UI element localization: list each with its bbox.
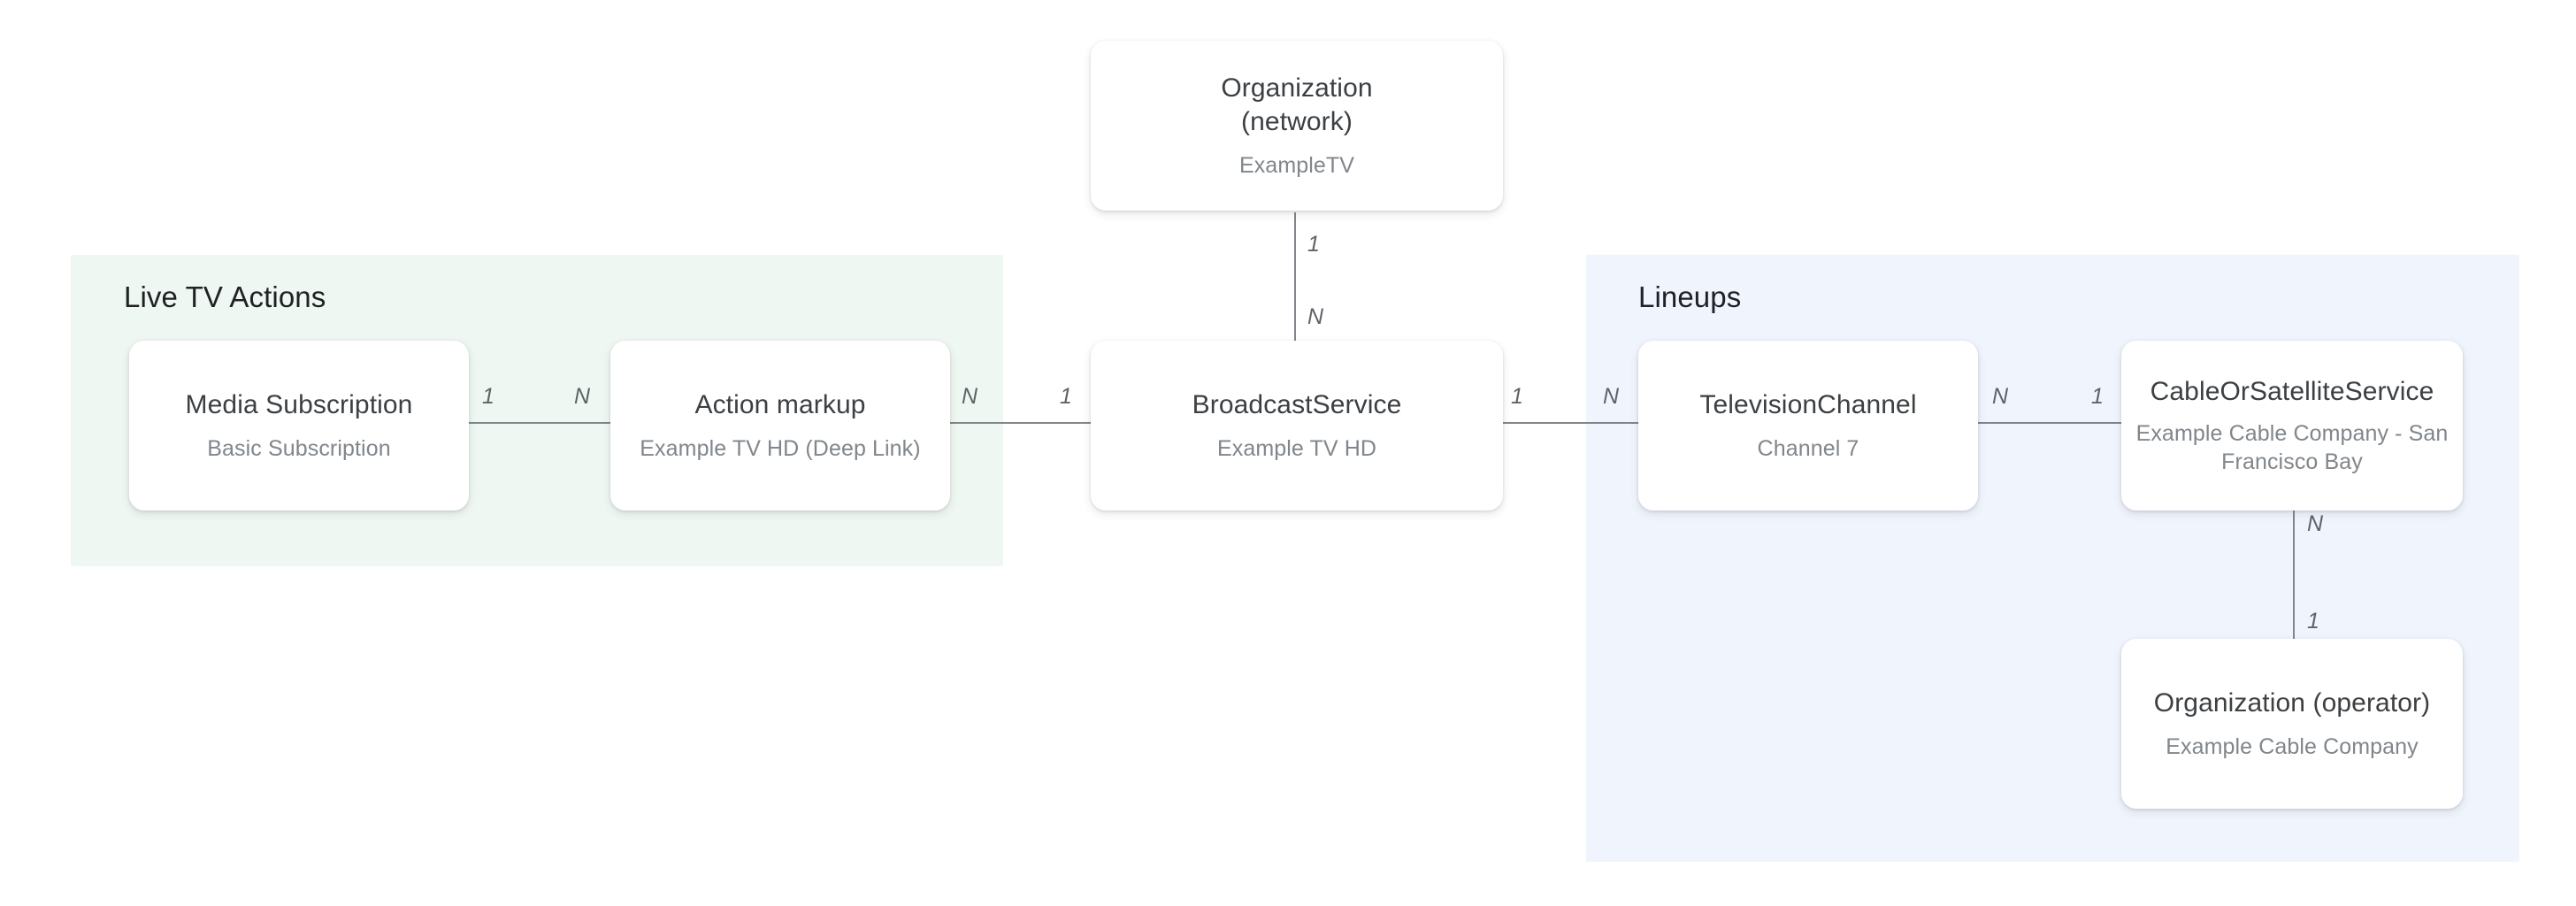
- node-action-markup-subtitle: Example TV HD (Deep Link): [640, 436, 921, 461]
- node-organization-network-title-line1: Organization: [1221, 73, 1373, 103]
- connector-television-channel-to-cable-or-satellite-service: [1937, 422, 2132, 424]
- node-action-markup[interactable]: Action markup Example TV HD (Deep Link): [610, 341, 950, 511]
- node-cable-or-satellite-service[interactable]: CableOrSatelliteService Example Cable Co…: [2121, 341, 2463, 511]
- cardinality-cable-or-satellite-service-to-organization-operator-to: 1: [2307, 609, 2319, 633]
- panel-title-live-tv-actions: Live TV Actions: [124, 280, 326, 313]
- node-organization-operator-title: Organization (operator): [2153, 688, 2431, 718]
- node-cable-or-satellite-service-subtitle: Example Cable Company - San Francisco Ba…: [2135, 421, 2449, 474]
- cardinality-media-subscription-to-action-markup-to: N: [574, 384, 591, 409]
- panel-title-lineups: Lineups: [1638, 280, 1742, 313]
- node-organization-network-title: Organization (network): [1221, 72, 1372, 139]
- node-action-markup-title: Action markup: [694, 390, 866, 419]
- node-organization-network-title-line2: (network): [1241, 107, 1353, 136]
- cardinality-organization-network-to-broadcast-service-to: N: [1307, 304, 1324, 329]
- node-television-channel-subtitle: Channel 7: [1757, 436, 1859, 461]
- node-media-subscription-subtitle: Basic Subscription: [207, 436, 391, 461]
- node-media-subscription-title: Media Subscription: [185, 390, 413, 419]
- node-organization-operator-subtitle: Example Cable Company: [2166, 734, 2419, 759]
- node-organization-network[interactable]: Organization (network) ExampleTV: [1091, 41, 1503, 211]
- cardinality-action-markup-to-broadcast-service-to: 1: [1060, 384, 1072, 409]
- node-organization-operator[interactable]: Organization (operator) Example Cable Co…: [2121, 639, 2463, 809]
- cardinality-cable-or-satellite-service-to-organization-operator-from: N: [2307, 511, 2324, 536]
- cardinality-media-subscription-to-action-markup-from: 1: [482, 384, 494, 409]
- cardinality-television-channel-to-cable-or-satellite-service-to: 1: [2091, 384, 2104, 409]
- node-broadcast-service-subtitle: Example TV HD: [1216, 436, 1377, 461]
- node-broadcast-service[interactable]: BroadcastService Example TV HD: [1091, 341, 1503, 511]
- node-television-channel-title: TelevisionChannel: [1699, 390, 1917, 419]
- connector-media-subscription-to-action-markup: [460, 422, 637, 424]
- node-media-subscription[interactable]: Media Subscription Basic Subscription: [129, 341, 469, 511]
- connector-organization-network-to-broadcast-service: [1294, 212, 1296, 425]
- node-broadcast-service-title: BroadcastService: [1192, 390, 1402, 419]
- cardinality-action-markup-to-broadcast-service-from: N: [962, 384, 978, 409]
- cardinality-organization-network-to-broadcast-service-from: 1: [1307, 232, 1320, 257]
- connector-action-markup-to-broadcast-service: [938, 422, 1132, 424]
- cardinality-broadcast-service-to-television-channel-to: N: [1603, 384, 1620, 409]
- cardinality-broadcast-service-to-television-channel-from: 1: [1511, 384, 1523, 409]
- cardinality-television-channel-to-cable-or-satellite-service-from: N: [1992, 384, 2009, 409]
- node-cable-or-satellite-service-title: CableOrSatelliteService: [2150, 377, 2434, 406]
- node-organization-network-subtitle: ExampleTV: [1238, 153, 1355, 178]
- connector-cable-or-satellite-service-to-organization-operator: [2293, 504, 2295, 646]
- node-television-channel[interactable]: TelevisionChannel Channel 7: [1638, 341, 1978, 511]
- connector-broadcast-service-to-television-channel: [1460, 422, 1654, 424]
